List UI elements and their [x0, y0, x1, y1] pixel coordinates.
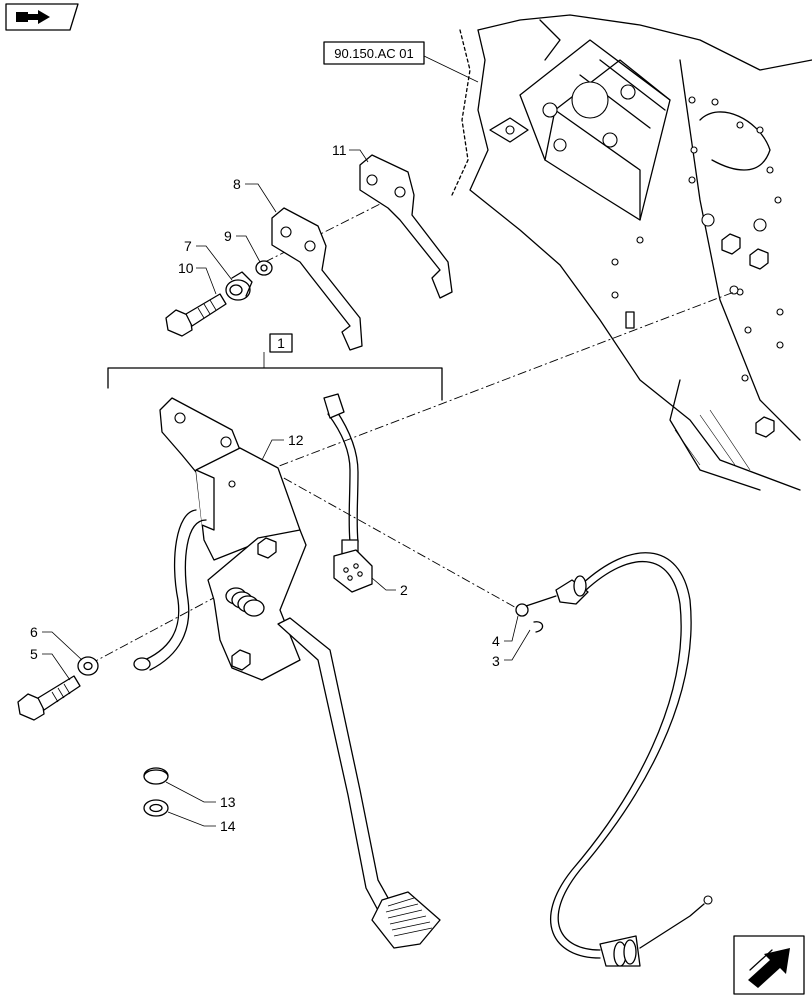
callout-3: 3 — [492, 653, 500, 669]
callout-5: 5 — [30, 646, 38, 662]
callout-box-1 — [269, 333, 293, 353]
callout-7: 7 — [184, 238, 192, 254]
leader-lines — [42, 149, 531, 827]
bolt-5[interactable] — [17, 675, 81, 721]
washer-3[interactable] — [533, 621, 544, 633]
callout-9: 9 — [224, 228, 232, 244]
callout-1: 1 — [277, 335, 285, 351]
pedal-spring — [225, 587, 265, 617]
reference-label[interactable]: 90.150.AC 01 — [323, 41, 479, 83]
bracket-8[interactable] — [271, 207, 363, 351]
washer-6[interactable] — [77, 656, 99, 676]
bushing-7[interactable] — [225, 271, 253, 301]
pedal-assembly[interactable] — [133, 397, 441, 949]
callout-6: 6 — [30, 624, 38, 640]
washer-9[interactable] — [255, 260, 273, 276]
sensor-switch-2[interactable] — [323, 393, 373, 593]
cap-13[interactable] — [143, 767, 169, 785]
chassis-frame — [451, 14, 812, 491]
callout-8: 8 — [233, 176, 241, 192]
callout-14: 14 — [220, 818, 236, 834]
callout-13: 13 — [220, 794, 236, 810]
next-page-arrow-icon[interactable] — [733, 935, 805, 995]
callout-11: 11 — [332, 142, 347, 158]
callout-12: 12 — [288, 432, 304, 448]
callout-labels: 1 2 3 4 5 6 7 8 9 10 11 12 13 14 — [30, 142, 500, 834]
bolt-10[interactable] — [165, 293, 227, 337]
washer-14[interactable] — [143, 799, 169, 817]
pedal-pad[interactable] — [371, 891, 441, 949]
assembly-arrow-icon[interactable] — [5, 3, 79, 31]
callout-2: 2 — [400, 582, 408, 598]
throttle-cable[interactable] — [515, 552, 713, 967]
clip-4[interactable] — [515, 603, 529, 617]
bracket-11[interactable] — [359, 154, 453, 299]
reference-label-text: 90.150.AC 01 — [334, 46, 414, 61]
assembly-bracket-1 — [107, 333, 443, 401]
callout-10: 10 — [178, 260, 194, 276]
callout-4: 4 — [492, 633, 500, 649]
